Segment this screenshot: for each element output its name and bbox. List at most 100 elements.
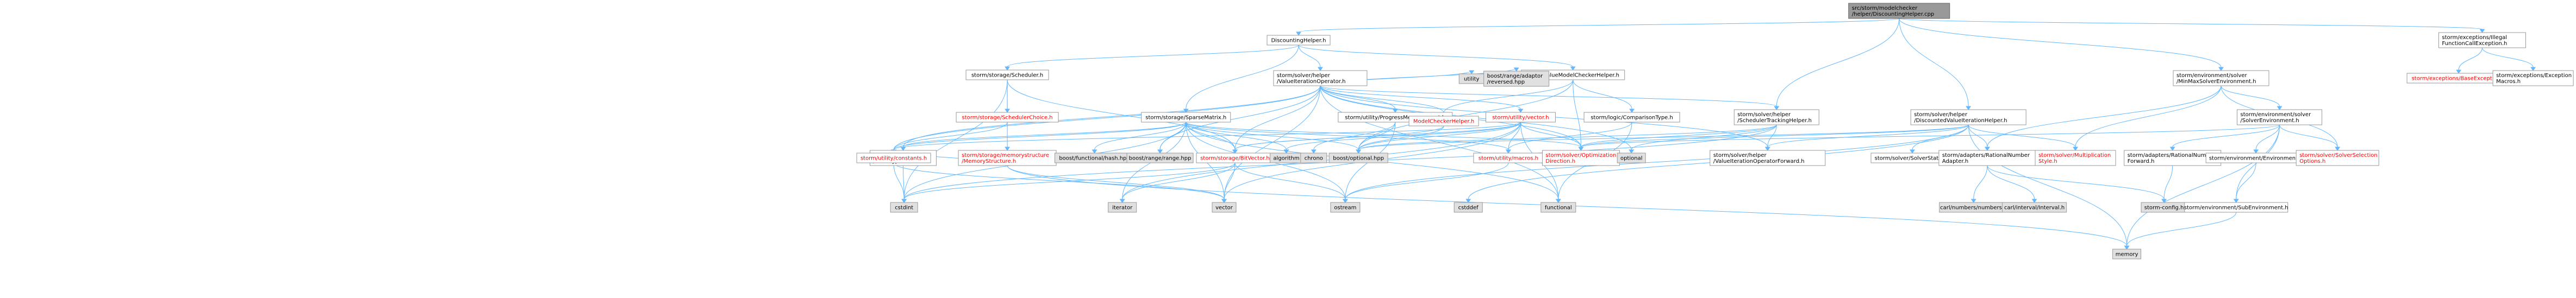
edge-line: [2481, 47, 2534, 68]
node-box: [1273, 70, 1368, 86]
node-label: optional: [1620, 156, 1643, 162]
node-solverstatus[interactable]: storm/solver/SolverStatus.h: [1870, 153, 1954, 163]
node-cmptype[interactable]: storm/logic/ComparisonType.h: [1583, 112, 1680, 123]
node-box: [1617, 153, 1646, 163]
node-optional: optional: [1617, 153, 1646, 163]
edge-arrowhead: [901, 199, 907, 203]
edge-root-to-mmse: [1899, 18, 2224, 71]
node-box: [2035, 150, 2116, 166]
edge-line: [1320, 85, 1521, 110]
edge-solverenv-to-selopts: [2279, 124, 2341, 151]
node-ifce[interactable]: storm/exceptions/IllegalFunctionCallExce…: [2438, 32, 2526, 48]
node-uvector[interactable]: storm/utility/vector.h: [1485, 112, 1556, 123]
node-label: utility: [1464, 77, 1480, 83]
node-label: storm/logic/ComparisonType.h: [1590, 115, 1673, 121]
node-subenv[interactable]: storm/environment/SubEnvironment.h: [2184, 202, 2288, 213]
edge-line: [893, 85, 1321, 150]
edge-line: [1234, 85, 1321, 150]
node-boostopt: boost/optional.hpp: [1328, 153, 1388, 163]
edge-arrowhead: [1091, 149, 1097, 154]
edge-arrowhead: [2530, 67, 2536, 71]
node-dh[interactable]: DiscountingHelper.h: [1267, 35, 1331, 46]
edge-stih-to-optional: [1629, 124, 1777, 154]
node-sched[interactable]: storm/storage/Scheduler.h: [965, 69, 1049, 80]
node-umacros[interactable]: storm/utility/macros.h: [1473, 153, 1544, 163]
node-box: [1710, 150, 1826, 166]
node-carlnum: carl/numbers/numbers.h: [1939, 202, 2009, 213]
edge-arrowhead: [1283, 149, 1289, 154]
node-mch[interactable]: ModelCheckerHelper.h: [1408, 116, 1479, 126]
edge-arrowhead: [1157, 149, 1163, 154]
node-label: /MemoryStructure.h: [962, 158, 1016, 164]
node-label: cstdint: [895, 205, 913, 211]
edge-sparsemat-to-boostopt: [1186, 122, 1362, 154]
node-mmse[interactable]: storm/environment/solver/MinMaxSolverEnv…: [2173, 70, 2269, 86]
node-stih[interactable]: storm/solver/helper/SchedulerTrackingHel…: [1733, 109, 1819, 125]
edge-line: [2279, 124, 2338, 148]
node-svo[interactable]: storm/solver/helper/ValueIterationOperat…: [1273, 70, 1368, 86]
node-schedchoice[interactable]: storm/storage/SchedulerChoice.h: [956, 112, 1059, 123]
node-dvih[interactable]: storm/solver/helper/DiscountedValueItera…: [1910, 109, 2026, 125]
edge-root-to-stih: [1774, 18, 1900, 110]
node-box: [1454, 202, 1483, 213]
node-sparsemat[interactable]: storm/storage/SparseMatrix.h: [1141, 112, 1231, 123]
node-label: storm/solver/helper: [1713, 153, 1767, 158]
edge-sparsemat-to-funhash: [1091, 122, 1187, 154]
edge-ratnumadapter-to-carlnum: [1970, 165, 1988, 203]
edge-memstruct-to-vector: [1007, 165, 1227, 203]
edge-arrowhead: [1469, 70, 1475, 74]
edge-uconst-to-vector: [893, 162, 1227, 203]
node-label: storm/solver/SolverStatus.h: [1875, 156, 1950, 162]
node-rangehpp: boost/range/range.hpp: [1126, 153, 1194, 163]
node-label: SingleValueModelCheckerHelper.h: [1526, 73, 1619, 79]
node-label: FunctionCallException.h: [2442, 41, 2507, 47]
node-cstdint: cstdint: [890, 202, 918, 213]
node-label: storm/adapters/RationalNumber: [2128, 153, 2216, 158]
edge-arrowhead: [1629, 149, 1635, 154]
edge-solverenv-to-ratnumfwd: [2169, 124, 2280, 151]
edge-line: [1899, 18, 2222, 68]
edge-line: [893, 122, 1008, 150]
node-bitvector[interactable]: storm/storage/BitVector.h: [1196, 153, 1274, 163]
node-box: [856, 153, 931, 163]
node-solverenv[interactable]: storm/environment/solver/SolverEnvironme…: [2237, 109, 2323, 125]
edge-line: [1298, 45, 1574, 67]
node-viof[interactable]: storm/solver/helper/ValueIterationOperat…: [1710, 150, 1826, 166]
edge-arrowhead: [2233, 199, 2239, 203]
edge-line: [1320, 85, 1559, 200]
node-box: [1848, 3, 1950, 19]
edge-line: [902, 85, 1321, 148]
edge-line: [893, 122, 1521, 150]
node-box: [1212, 202, 1237, 213]
edge-ifce-to-baseexc: [2456, 47, 2483, 74]
edge-svmch-to-optdir: [1573, 79, 1584, 151]
edge-line: [2458, 47, 2483, 71]
edge-dvih-to-boostopt: [1356, 124, 1969, 154]
node-envh[interactable]: storm/environment/Environment.h: [2205, 153, 2306, 163]
edge-svo-to-stih: [1320, 85, 1780, 110]
node-box: [2296, 150, 2379, 166]
node-cstddef: cstddef: [1454, 202, 1483, 213]
node-uconst[interactable]: storm/utility/constants.h: [856, 153, 931, 163]
node-iterator: iterator: [1108, 202, 1137, 213]
node-box: [890, 202, 918, 213]
node-box: [1267, 35, 1331, 46]
node-label: /SchedulerTrackingHelper.h: [1737, 118, 1812, 124]
edge-line: [1320, 85, 1444, 113]
edge-line: [1298, 45, 1321, 68]
node-label: storm/environment/solver: [2241, 112, 2312, 118]
edge-stih-to-optdir: [1578, 124, 1777, 151]
edge-dh-to-sched: [1005, 45, 1299, 71]
edge-arrowhead: [1392, 109, 1398, 113]
edge-line: [1573, 79, 1632, 110]
node-memstruct[interactable]: storm/storage/memorystructure/MemoryStru…: [958, 150, 1057, 166]
edge-envh-to-subenv: [2233, 162, 2256, 203]
node-label: Options.h: [2299, 158, 2325, 164]
node-label: storm/exceptions/Illegal: [2442, 35, 2507, 41]
